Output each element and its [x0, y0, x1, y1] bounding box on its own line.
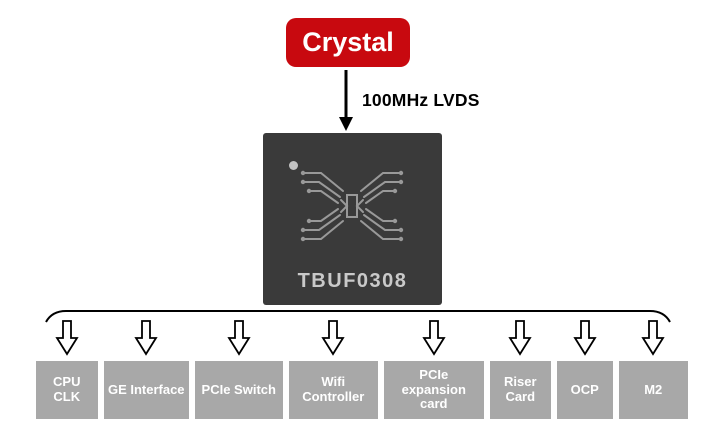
output-label: PCIe expansion card — [401, 366, 466, 412]
output-arrow-icon — [227, 320, 251, 356]
crystal-node: Crystal — [286, 18, 410, 67]
output-box: PCIe expansion card — [384, 361, 484, 419]
output-arrow-icon — [55, 320, 79, 356]
output-arrow-icon — [641, 320, 665, 356]
output-item: CPU CLK — [36, 320, 98, 419]
output-label: Wifi Controller — [302, 374, 365, 404]
chip-label: TBUF0308 — [297, 270, 408, 292]
output-box: CPU CLK — [36, 361, 98, 419]
output-box: Wifi Controller — [288, 361, 378, 419]
output-label: PCIe Switch — [201, 381, 276, 397]
chip-circuit-pattern-icon — [300, 170, 404, 242]
output-arrow-icon — [508, 320, 532, 356]
output-arrow-icon — [134, 320, 158, 356]
output-box: GE Interface — [103, 361, 189, 419]
output-item: PCIe Switch — [195, 320, 283, 419]
output-label: M2 — [644, 381, 663, 397]
output-label: Riser Card — [503, 374, 537, 404]
fanout-line — [45, 310, 671, 323]
output-label: GE Interface — [107, 381, 185, 397]
output-arrow-icon — [422, 320, 446, 356]
output-box: Riser Card — [489, 361, 551, 419]
chip-node: TBUF0308 — [263, 133, 442, 305]
output-item: M2 — [618, 320, 688, 419]
output-item: OCP — [557, 320, 613, 419]
output-label: OCP — [570, 381, 599, 397]
chip-pin1-dot — [289, 161, 298, 170]
crystal-label: Crystal — [302, 27, 394, 57]
output-box: M2 — [618, 361, 688, 419]
outputs-row: CPU CLK GE Interface PCIe Switch — [36, 320, 688, 419]
output-arrow-icon — [321, 320, 345, 356]
output-arrow-icon — [573, 320, 597, 356]
down-arrow-icon — [339, 70, 353, 131]
output-item: Riser Card — [489, 320, 551, 419]
signal-label: 100MHz LVDS — [362, 90, 480, 110]
output-label: CPU CLK — [53, 374, 81, 404]
output-item: PCIe expansion card — [384, 320, 484, 419]
output-box: OCP — [557, 361, 613, 419]
output-box: PCIe Switch — [195, 361, 283, 419]
output-item: Wifi Controller — [288, 320, 378, 419]
output-item: GE Interface — [103, 320, 189, 419]
